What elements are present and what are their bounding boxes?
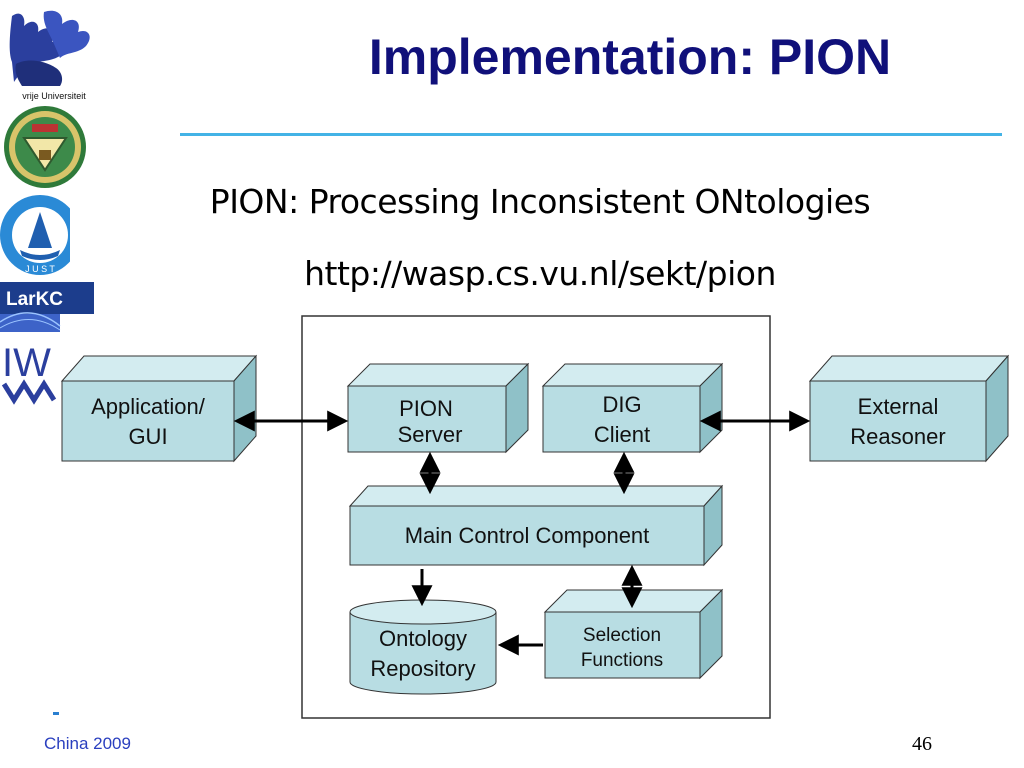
pion-server-box: PION Server [346,362,530,454]
main-control-label: Main Control Component [405,523,650,548]
ontology-label-2: Repository [370,656,475,681]
external-label-2: Reasoner [850,424,945,449]
iwm-text: IW [2,341,51,385]
external-label-1: External [858,394,939,419]
footer-text: China 2009 [44,734,131,753]
page-number: 46 [912,733,932,755]
pion-server-label-1: PION [399,396,453,421]
slide-url: http://wasp.cs.vu.nl/sekt/pion [304,254,776,293]
vu-griffin-logo: vrije Universiteit [9,10,90,101]
application-label-2: GUI [128,424,167,449]
selection-label-2: Functions [581,650,663,671]
larkc-text: LarKC [6,289,63,310]
ontology-label-1: Ontology [379,626,467,651]
dig-client-box: DIG Client [541,362,724,454]
dig-client-label-1: DIG [602,392,641,417]
jiangsu-university-logo: J U S T [0,195,70,275]
pion-server-label-2: Server [398,422,463,447]
jiangsu-text: J U S T [25,264,55,274]
main-control-box: Main Control Component [348,484,724,567]
slide-subtitle: PION: Processing Inconsistent ONtologies [209,182,871,221]
external-reasoner-box: External Reasoner [808,354,1010,463]
ontology-repository-cylinder: Ontology Repository [349,599,497,695]
vu-caption: vrije Universiteit [22,91,86,101]
dig-client-label-2: Client [594,422,650,447]
application-gui-box: Application/ GUI [60,354,258,463]
southeast-university-seal [4,106,86,188]
application-label-1: Application/ [91,394,206,419]
larkc-logo: LarKC [0,282,94,332]
iwm-logo: IW [1,341,57,405]
footer-marker [53,712,59,715]
selection-label-1: Selection [583,625,661,646]
slide-title: Implementation: PION [368,29,892,85]
title-underline [180,133,1002,136]
